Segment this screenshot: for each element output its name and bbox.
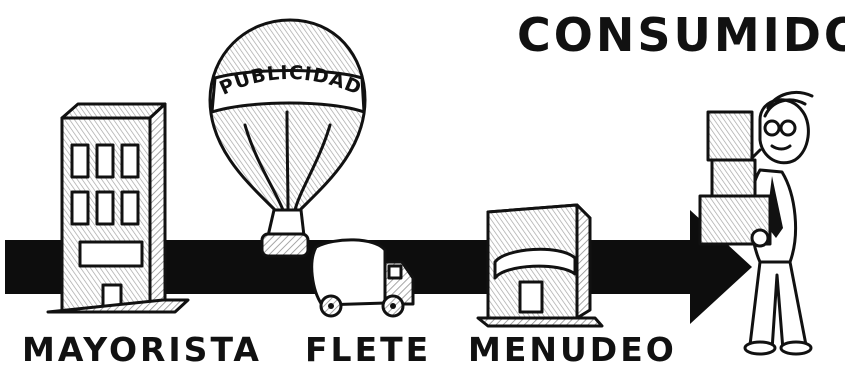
freight-label: FLETE [305,330,432,369]
hot-air-balloon-icon [208,18,367,258]
retail-label: MENUDEO [468,330,677,369]
storefront-icon [476,203,604,328]
office-building-icon [46,102,190,314]
delivery-truck-icon [310,238,415,318]
wholesaler-label: MAYORISTA [22,330,262,369]
consumer-title: CONSUMIDOR [517,8,845,62]
consumer-person-icon [698,91,814,356]
